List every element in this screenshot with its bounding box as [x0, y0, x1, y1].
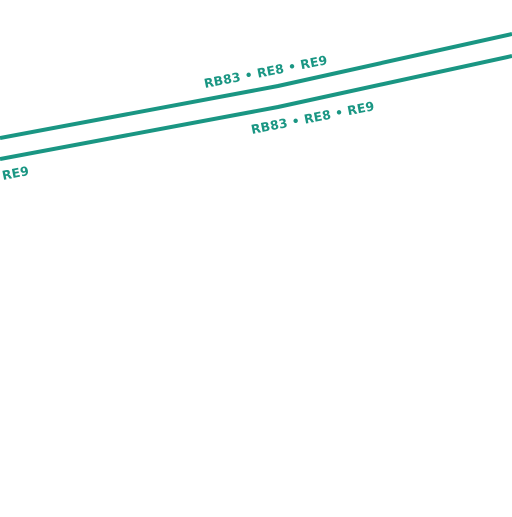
rail-line-lower[interactable] [0, 54, 512, 161]
rail-track-lower[interactable] [0, 54, 512, 161]
rail-line-upper[interactable] [0, 32, 512, 140]
route-label-edge: RE9 [1, 163, 31, 183]
rail-track-upper[interactable] [0, 32, 512, 140]
